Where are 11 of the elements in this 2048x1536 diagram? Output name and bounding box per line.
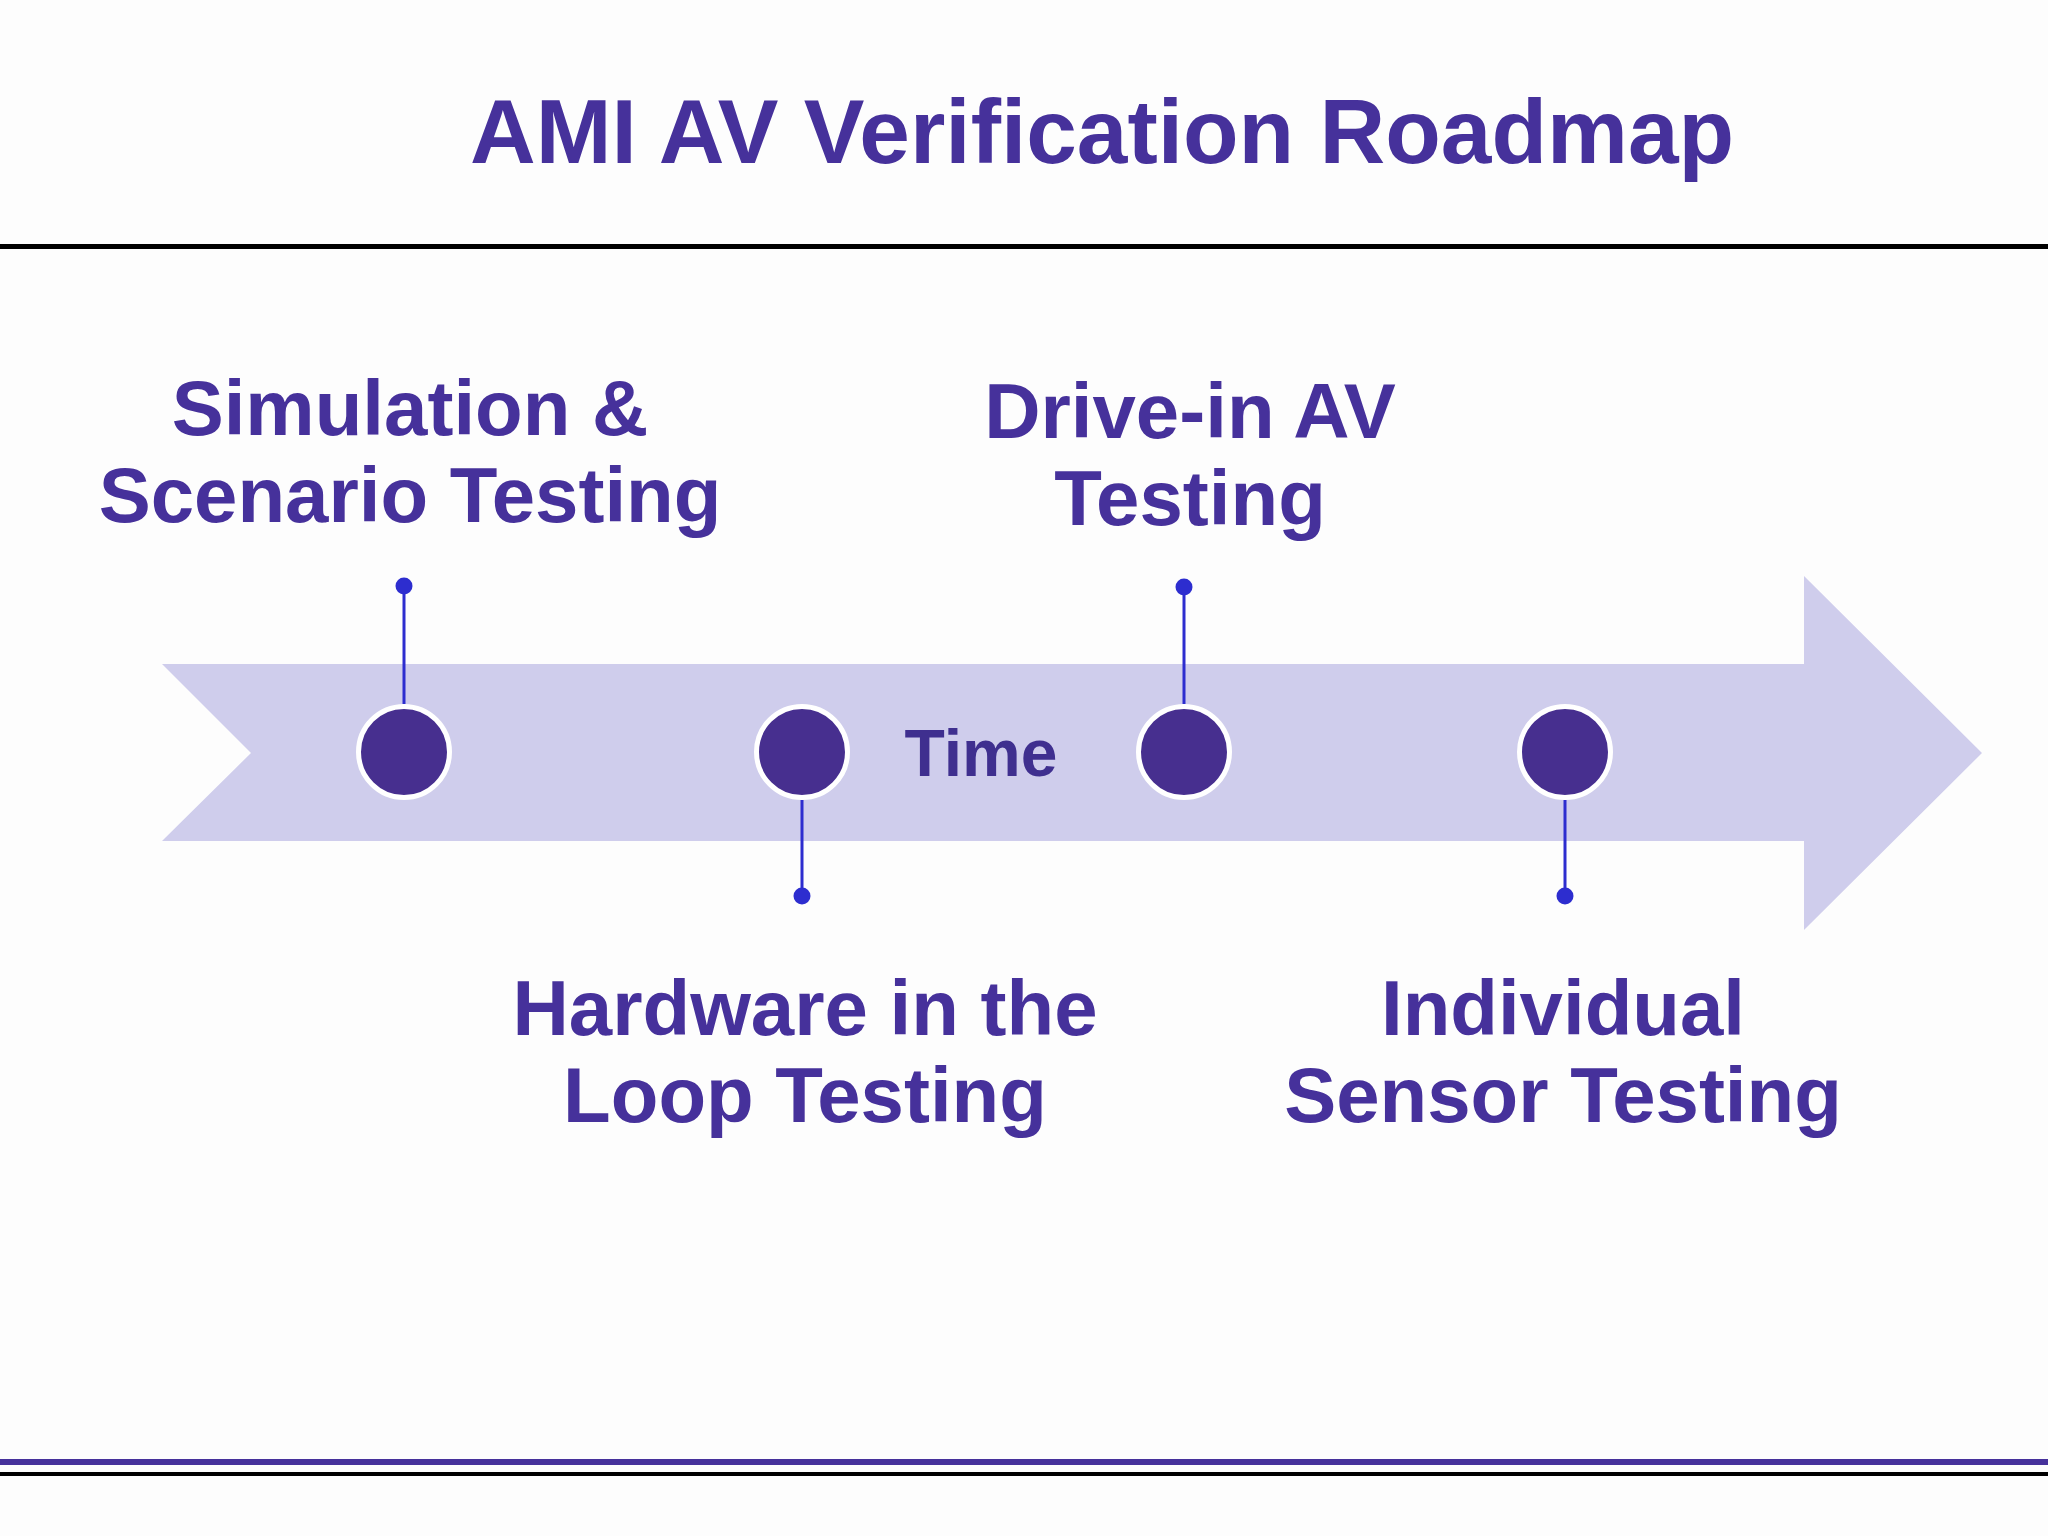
milestone-label: Individual Sensor Testing <box>1253 965 1873 1139</box>
leader-line <box>1556 800 1574 905</box>
leader-line <box>793 800 811 905</box>
milestone-label: Hardware in the Loop Testing <box>485 965 1125 1139</box>
timeline-arrow <box>162 576 1982 930</box>
leader-line <box>1175 578 1193 704</box>
leader-line <box>395 577 413 704</box>
time-label: Time <box>904 720 1058 786</box>
slide-title: AMI AV Verification Roadmap <box>470 82 1735 182</box>
milestone-label: Simulation & Scenario Testing <box>60 365 760 539</box>
milestone-label: Drive-in AV Testing <box>930 368 1450 542</box>
